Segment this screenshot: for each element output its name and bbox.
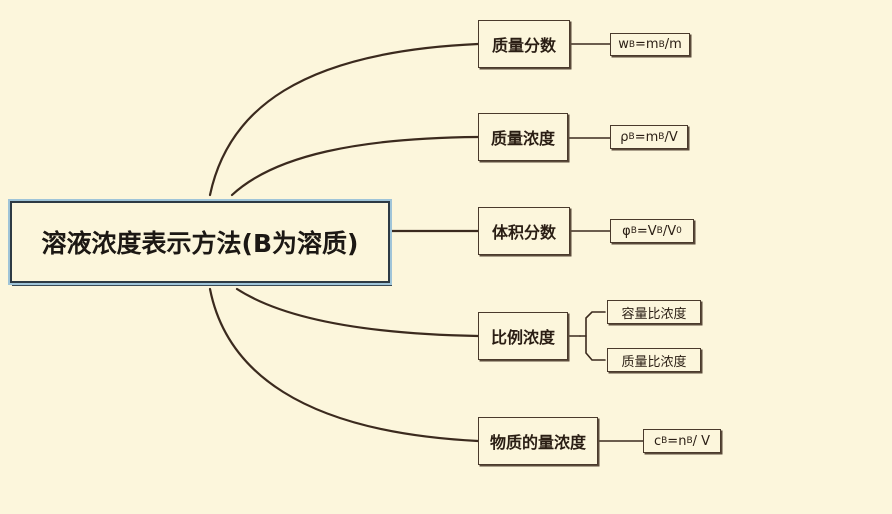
- topic-mass-fraction: 质量分数: [478, 20, 570, 68]
- subtopic-mass-ratio: 质量比浓度: [607, 348, 701, 372]
- topic-ratio-concentration: 比例浓度: [478, 312, 568, 360]
- root-node: 溶液浓度表示方法(B为溶质): [10, 201, 390, 283]
- topic-mass-concentration: 质量浓度: [478, 113, 568, 161]
- connector-root-mass-fraction: [208, 42, 480, 197]
- topic-amount-concentration: 物质的量浓度: [478, 417, 598, 465]
- connector-root-amount: [208, 287, 480, 443]
- subtopic-volume-ratio: 容量比浓度: [607, 300, 701, 324]
- topic-volume-fraction: 体积分数: [478, 207, 570, 255]
- connector-root-ratio: [235, 287, 480, 338]
- connector-root-mass-concentration: [230, 135, 480, 197]
